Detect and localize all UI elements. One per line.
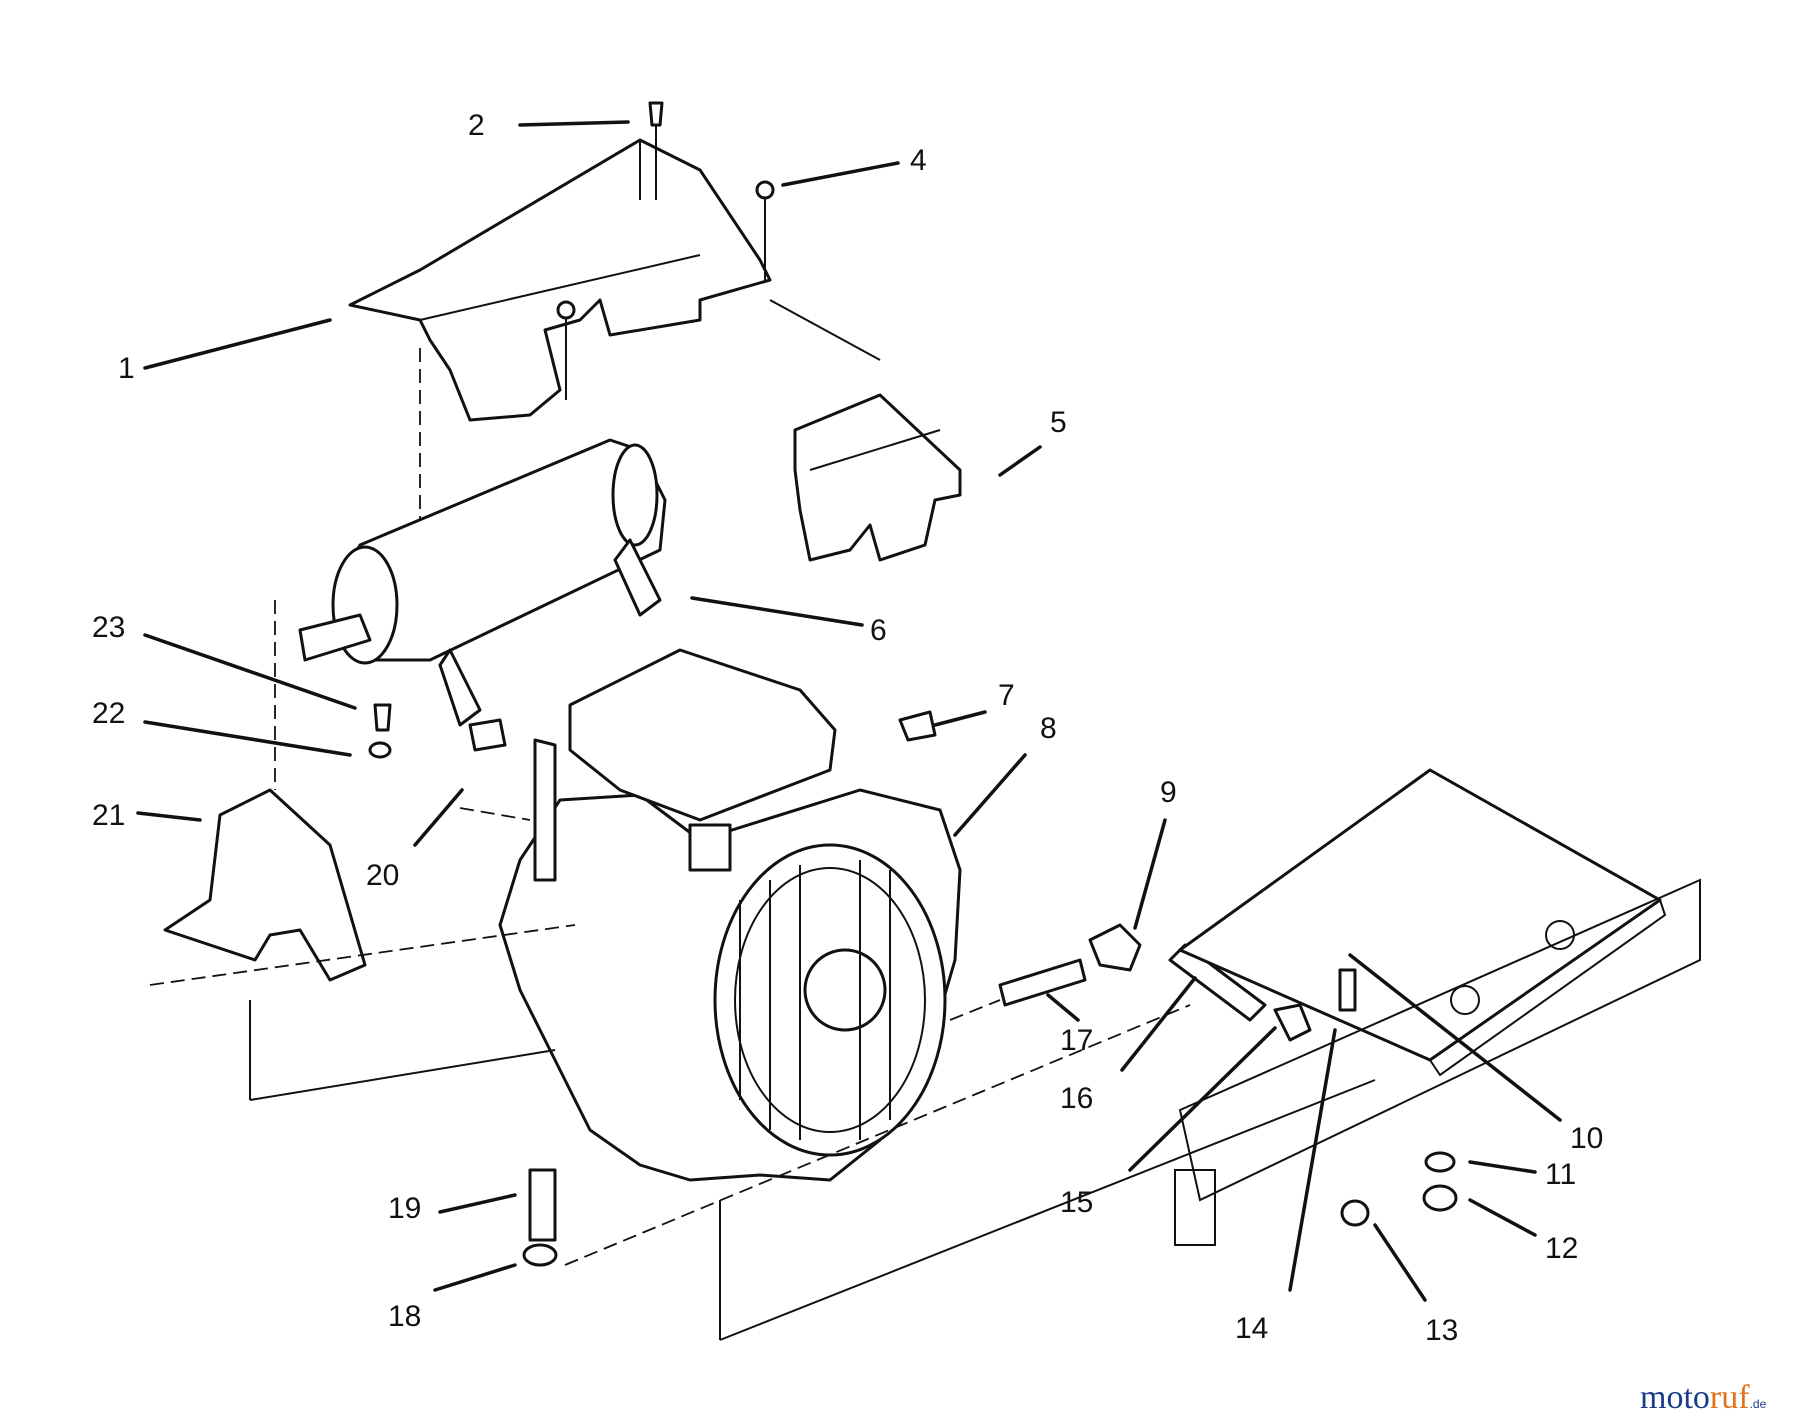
callout-17: 17: [1060, 1024, 1093, 1057]
callout-labels: 1 2 4 5 6 7 8 9 10 11 12 13 14 15 16 17 …: [92, 109, 1603, 1347]
watermark-brand-a: moto: [1640, 1379, 1710, 1416]
callout-22: 22: [92, 697, 125, 730]
engine: [498, 648, 962, 1182]
callout-19: 19: [388, 1192, 421, 1225]
assembly-lines: [149, 299, 1376, 1341]
callout-5: 5: [1050, 406, 1067, 439]
callout-11: 11: [1545, 1158, 1576, 1191]
callout-9: 9: [1160, 776, 1177, 809]
callout-10: 10: [1570, 1122, 1603, 1155]
watermark-tld: .de: [1750, 1397, 1767, 1411]
frame-rail: [1174, 878, 1701, 1246]
callout-20: 20: [366, 859, 399, 892]
nipple-short: [998, 958, 1087, 1007]
callout-12: 12: [1545, 1232, 1578, 1265]
callout-23: 23: [92, 611, 125, 644]
elbow-fitting: [1088, 923, 1142, 972]
muffler: [298, 438, 667, 727]
callout-13: 13: [1425, 1314, 1458, 1347]
leader-lines: [136, 120, 1562, 1302]
muffler-guard: [793, 393, 962, 562]
callout-18: 18: [388, 1300, 421, 1333]
callout-8: 8: [1040, 712, 1057, 745]
callout-4: 4: [910, 144, 927, 177]
screw-top: [648, 101, 664, 200]
bolt-center: [556, 300, 576, 400]
callout-7: 7: [998, 679, 1015, 712]
callout-2: 2: [468, 109, 485, 142]
callout-21: 21: [92, 799, 125, 832]
coupling: [1273, 1003, 1312, 1042]
bolt-right: [755, 180, 775, 280]
watermark-brand-b: ruf: [1710, 1379, 1750, 1416]
front-shield: [163, 788, 367, 982]
watermark-logo: motoruf.de: [1640, 1379, 1767, 1416]
callout-14: 14: [1235, 1312, 1268, 1345]
callout-6: 6: [870, 614, 887, 647]
svg-text:motoruf.de: motoruf.de: [1640, 1379, 1767, 1416]
callout-1: 1: [118, 352, 135, 385]
mount-plate: [1178, 768, 1667, 1077]
heat-shield: [348, 138, 772, 422]
callout-15: 15: [1060, 1186, 1093, 1219]
callout-16: 16: [1060, 1082, 1093, 1115]
mount-hardware: [368, 703, 1458, 1267]
